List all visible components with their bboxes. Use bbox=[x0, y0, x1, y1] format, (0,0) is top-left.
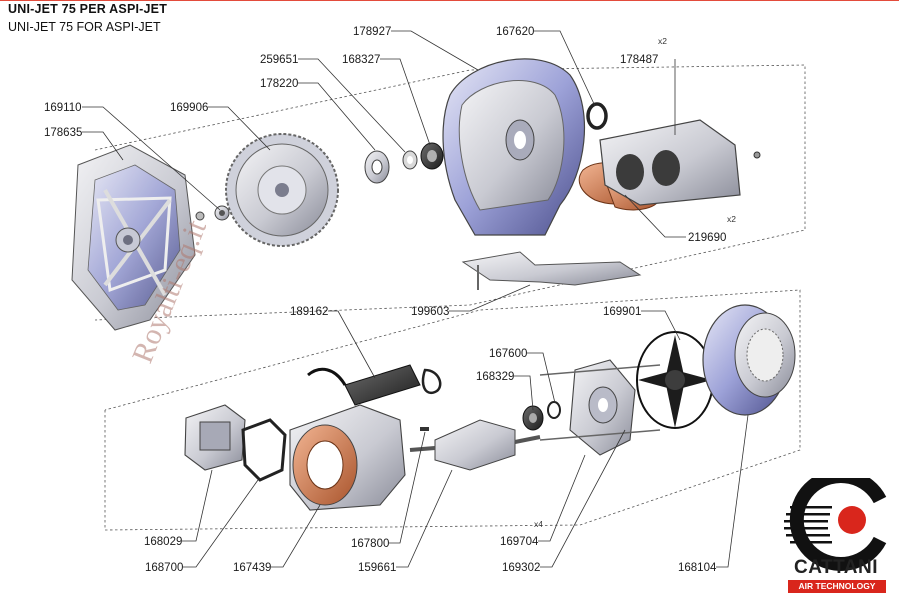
part-label-169302: 169302 bbox=[502, 562, 540, 574]
motor-rotor bbox=[409, 419, 541, 471]
part-label-178927: 178927 bbox=[353, 26, 391, 38]
part-label-168029: 168029 bbox=[144, 536, 182, 548]
part-label-168329: 168329 bbox=[476, 371, 514, 383]
leader-lines bbox=[82, 30, 749, 568]
part-label-219690: 219690 bbox=[688, 232, 726, 244]
logo-red-dot bbox=[838, 506, 866, 534]
impeller-nut bbox=[195, 205, 230, 221]
part-label-167600: 167600 bbox=[489, 348, 527, 360]
part-label-169901: 169901 bbox=[603, 306, 641, 318]
fan-cover bbox=[702, 304, 796, 416]
impeller bbox=[225, 133, 339, 247]
part-label-178220: 178220 bbox=[260, 78, 298, 90]
page-subtitle: UNI-JET 75 FOR ASPI-JET bbox=[8, 20, 161, 34]
part-label-169110: 169110 bbox=[44, 102, 82, 114]
brand-tagline: AIR TECHNOLOGY bbox=[788, 580, 886, 593]
assembly-outline-upper bbox=[94, 64, 806, 321]
quantity-178487: x2 bbox=[658, 36, 667, 46]
part-label-167439: 167439 bbox=[233, 562, 271, 574]
quantity-169704: x4 bbox=[534, 519, 543, 529]
brand-name: CATTANI bbox=[793, 557, 879, 578]
part-label-189162: 189162 bbox=[290, 306, 328, 318]
part-label-259651: 259651 bbox=[260, 54, 298, 66]
part-label-178487: 178487 bbox=[620, 54, 658, 66]
part-label-169906: 169906 bbox=[170, 102, 208, 114]
part-label-178635: 178635 bbox=[44, 127, 82, 139]
seal-ring bbox=[586, 102, 608, 130]
terminal-box bbox=[184, 404, 246, 471]
spacer-ring bbox=[364, 150, 390, 184]
shim-washer bbox=[402, 150, 418, 170]
part-label-167620: 167620 bbox=[496, 26, 534, 38]
page-title: UNI-JET 75 PER ASPI-JET bbox=[8, 2, 168, 16]
blower-housing bbox=[442, 58, 586, 236]
cooling-fan bbox=[636, 331, 714, 429]
assembly-outline-lower bbox=[104, 289, 801, 531]
motor-stator bbox=[289, 404, 406, 511]
part-label-168327: 168327 bbox=[342, 54, 380, 66]
part-label-169704: 169704 bbox=[500, 536, 539, 548]
silencer-block bbox=[599, 119, 761, 206]
part-label-168104: 168104 bbox=[678, 562, 717, 574]
part-label-159661: 159661 bbox=[358, 562, 396, 574]
cattani-logo-icon bbox=[784, 478, 887, 571]
logo-stripes bbox=[784, 506, 832, 544]
bearing-upper bbox=[420, 142, 444, 170]
bearing-lower bbox=[522, 405, 544, 431]
part-label-168700: 168700 bbox=[145, 562, 183, 574]
mounting-bracket bbox=[461, 251, 642, 290]
quantity-219690: x2 bbox=[727, 214, 736, 224]
part-label-199603: 199603 bbox=[411, 306, 449, 318]
part-label-167800: 167800 bbox=[351, 538, 389, 550]
circlip bbox=[547, 401, 561, 419]
front-cover bbox=[71, 144, 196, 331]
terminal-gasket bbox=[241, 418, 287, 482]
tie-rods bbox=[539, 364, 661, 441]
shaft-key bbox=[420, 427, 429, 431]
end-shield bbox=[569, 359, 636, 456]
capacitor bbox=[307, 364, 442, 406]
header-rule bbox=[0, 0, 899, 1]
